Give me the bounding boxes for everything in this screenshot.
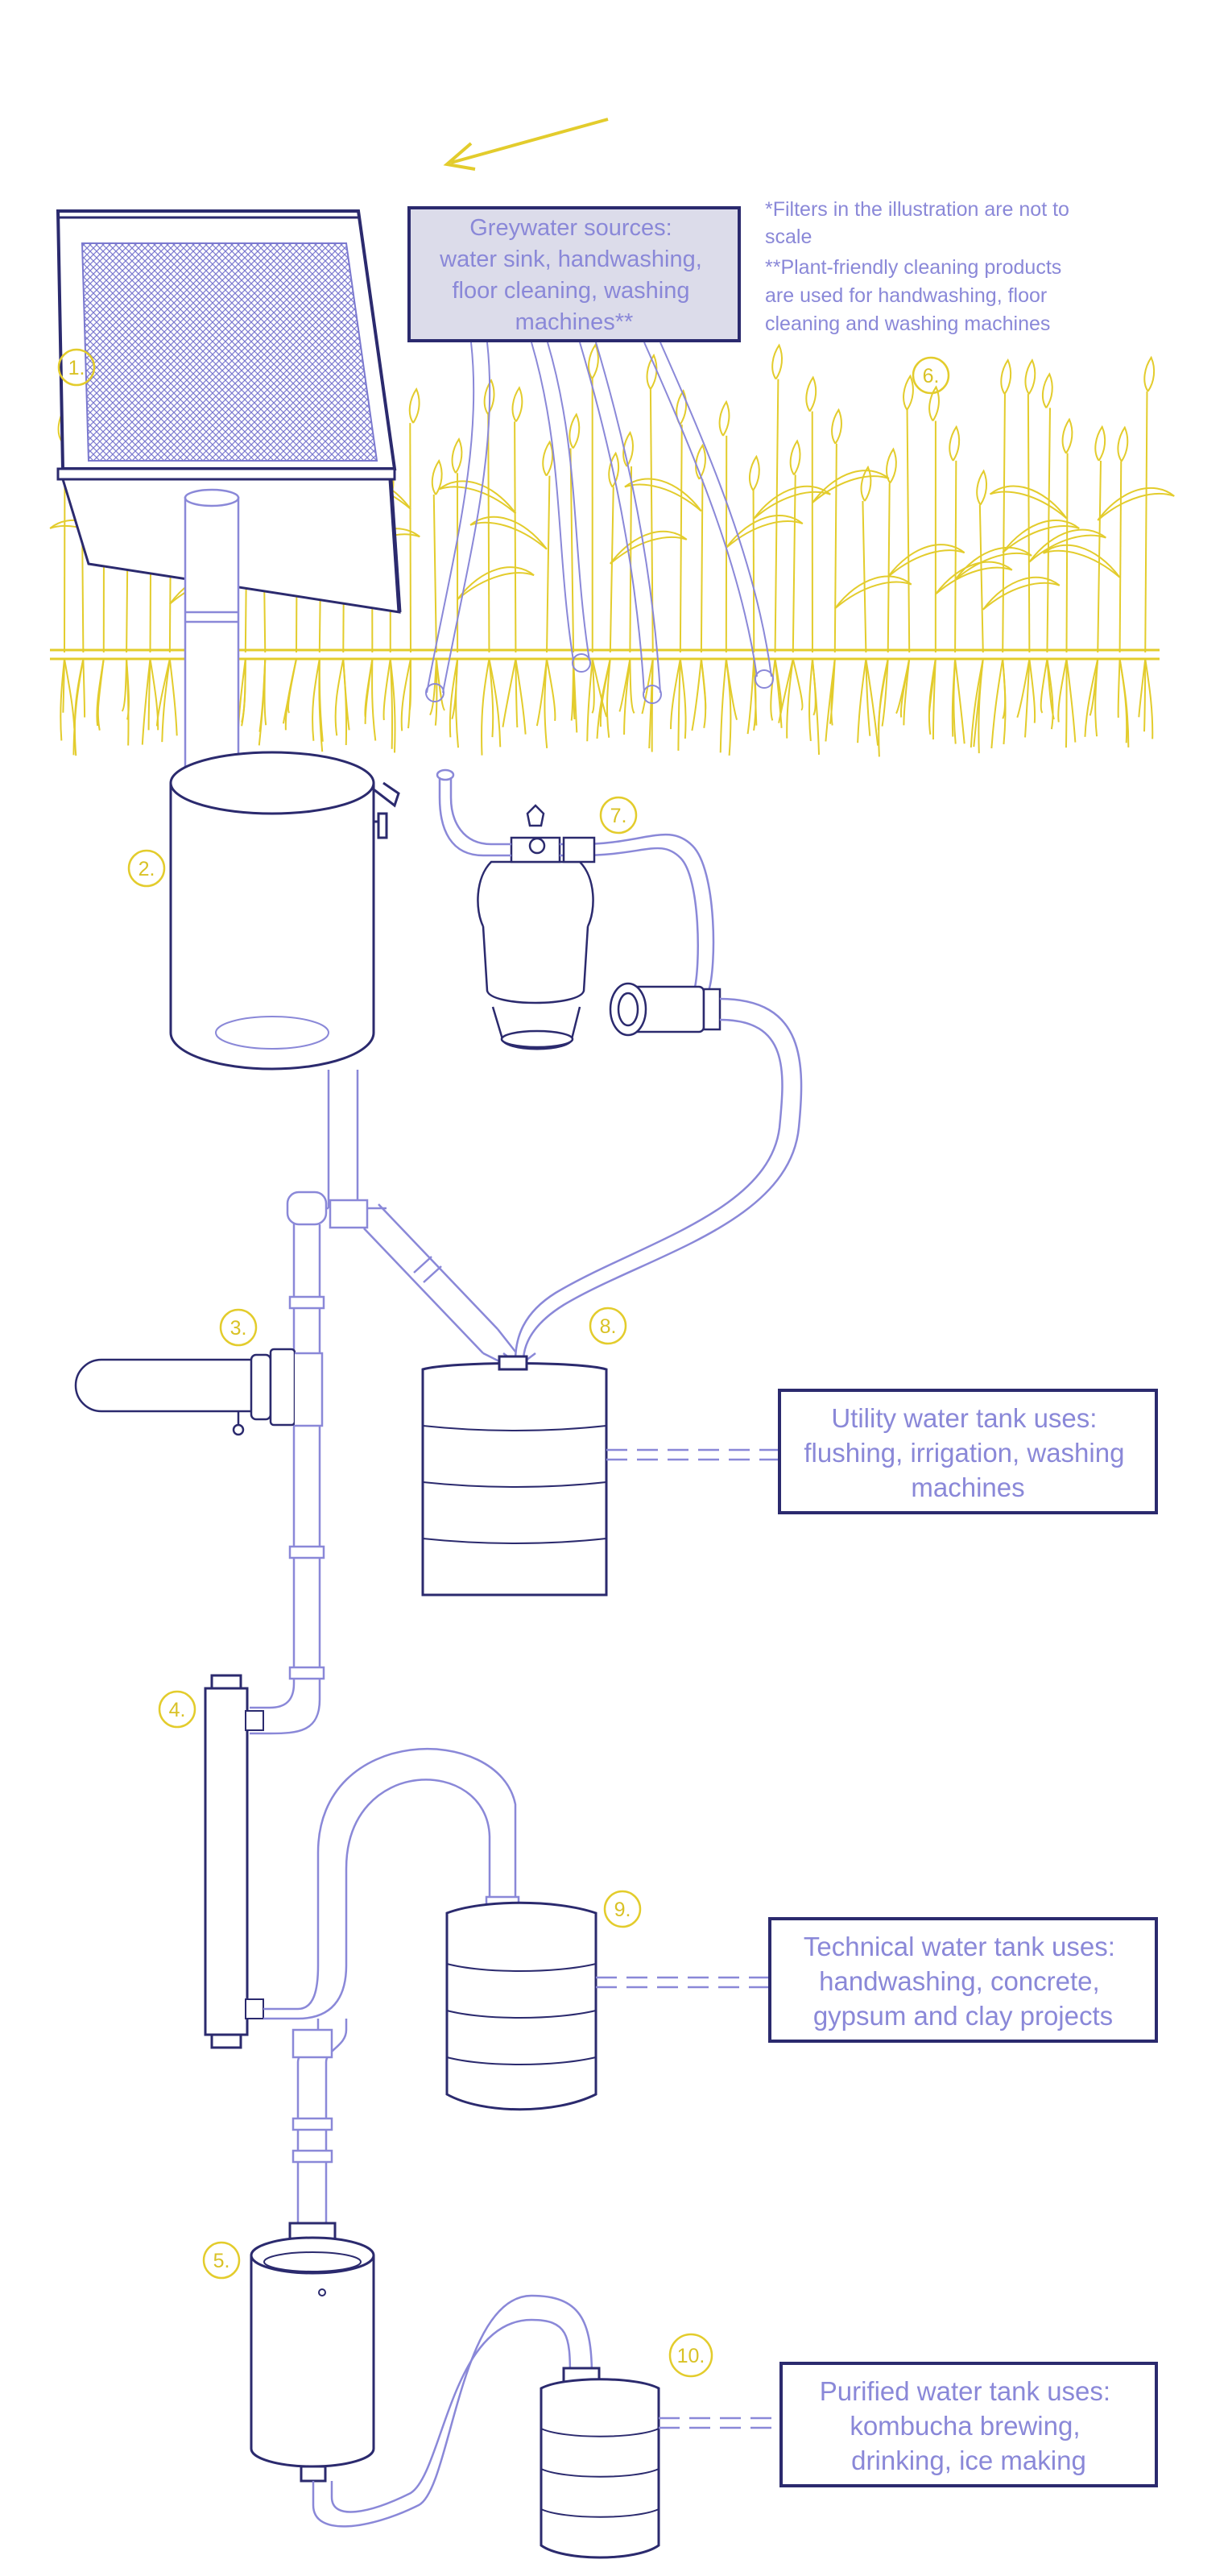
technical-uses-box: Technical water tank uses: handwashing, … (768, 1917, 1158, 2043)
greywater-line-3: floor cleaning, washing (452, 278, 689, 304)
marker-4: 4. (169, 1699, 186, 1721)
sand-filter (477, 804, 594, 1050)
purified-uses-box: Purified water tank uses: kombucha brewi… (779, 2362, 1158, 2487)
greywater-hoses (425, 342, 774, 704)
utility-uses-box: Utility water tank uses: flushing, irrig… (778, 1389, 1158, 1514)
uv-sterilizer (204, 1674, 264, 2049)
purified-line-2: kombucha brewing, (850, 2411, 1080, 2441)
marker-1: 1. (68, 357, 85, 379)
main-vertical-pipe (250, 1191, 328, 1735)
footnote-line-5: cleaning and washing machines (765, 313, 1050, 335)
utility-tank (421, 1355, 608, 1597)
footnote-line-4: are used for handwashing, floor (765, 284, 1047, 307)
step-markers (57, 348, 950, 2378)
greywater-sources-box: Greywater sources: water sink, handwashi… (407, 206, 741, 342)
purified-hose (312, 2294, 593, 2528)
utility-hose (514, 997, 803, 1362)
direction-arrow (443, 118, 609, 171)
svg-text:Technical water tank uses:: Technical water tank uses: handwashing, … (804, 1932, 1123, 2031)
purified-tank (540, 2367, 660, 2559)
bucket-tank (169, 751, 400, 1071)
greywater-line-4: machines** (515, 309, 634, 335)
marker-9: 9. (614, 1899, 631, 1921)
uv-outlet-pipes (263, 1747, 520, 2223)
technical-line-1: Technical water tank uses: (804, 1932, 1115, 1961)
footnote-line-3: **Plant-friendly cleaning products (765, 256, 1061, 279)
dashed-connectors (596, 1448, 781, 2429)
utility-line-1: Utility water tank uses: (831, 1403, 1097, 1433)
technical-tank (445, 1901, 597, 2111)
marker-3: 3. (230, 1317, 247, 1340)
greywater-line-2: water sink, handwashing, (439, 246, 702, 272)
marker-5: 5. (213, 2250, 230, 2272)
bucket-outlet-pipes (292, 1070, 536, 1367)
purified-line-1: Purified water tank uses: (820, 2376, 1110, 2406)
utility-line-3: machines (911, 1472, 1024, 1502)
marker-2: 2. (139, 858, 155, 880)
footnote-line-2: scale (765, 226, 812, 248)
footnotes: *Filters in the illustration are not to … (765, 198, 1075, 335)
utility-line-2: flushing, irrigation, washing (804, 1438, 1124, 1468)
pump-prefilter (609, 982, 722, 1037)
marker-10: 10. (677, 2345, 705, 2367)
greywater-line-1: Greywater sources: (469, 215, 672, 241)
purified-line-3: drinking, ice making (851, 2446, 1086, 2475)
footnote-line-1: *Filters in the illustration are not to (765, 198, 1069, 221)
svg-text:Greywater sources: water: Greywater sources: water sink, handwashi… (439, 215, 709, 335)
cartridge-filter (74, 1348, 324, 1436)
technical-line-2: handwashing, concrete, (819, 1966, 1100, 1996)
svg-text:Purified water tank uses:: Purified water tank uses: kombucha brewi… (820, 2376, 1118, 2475)
svg-text:*Filters in the illustration a: *Filters in the illustration are not to … (765, 198, 1075, 335)
step-marker-labels: 1. 2. 3. 4. 5. 6. 7. 8. 9. 10. (68, 357, 940, 2367)
marker-8: 8. (600, 1315, 617, 1338)
marker-6: 6. (923, 365, 940, 387)
final-filter (250, 2222, 375, 2483)
sand-filter-pipes (436, 768, 715, 992)
marker-7: 7. (610, 805, 627, 827)
technical-line-3: gypsum and clay projects (813, 2001, 1113, 2031)
svg-text:Utility water tank uses:: Utility water tank uses: flushing, irrig… (804, 1403, 1131, 1502)
